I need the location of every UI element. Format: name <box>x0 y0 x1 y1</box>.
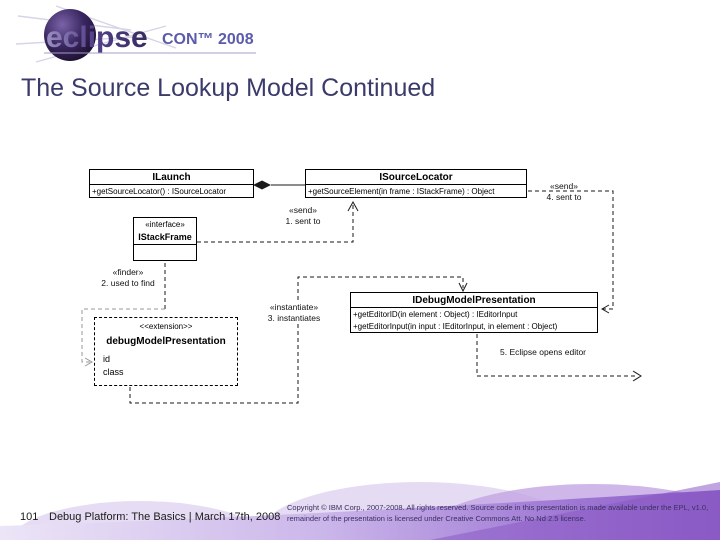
copyright-text: Copyright © IBM Corp., 2007-2008. All ri… <box>287 503 709 523</box>
connector-composition <box>253 180 305 190</box>
logo-event: CON™ 2008 <box>162 31 254 48</box>
wave-corner <box>430 482 720 540</box>
method-getsourcelocator: +getSourceLocator() : ISourceLocator <box>92 187 227 196</box>
label-instantiate: «instantiate» 3. instantiates <box>256 302 332 323</box>
empty-compartment <box>134 244 196 260</box>
label-send-4-text: 4. sent to <box>546 191 582 202</box>
stereotype-extension: <<extension>> <box>139 322 193 331</box>
class-box-idebugmodelpresentation: IDebugModelPresentation +getEditorID(in … <box>350 292 598 333</box>
method-geteditorinput: +getEditorInput(in input : IEditorInput,… <box>353 322 558 331</box>
method-compartment: +getEditorID(in element : Object) : IEdi… <box>351 307 597 332</box>
label-send-1-stereotype: «send» <box>289 205 317 215</box>
label-instantiate-stereotype: «instantiate» <box>269 302 319 312</box>
label-send-4-stereotype: «send» <box>550 181 578 191</box>
page-number: 101 <box>20 511 39 523</box>
extension-attr-id: id <box>103 354 111 364</box>
class-name-ilaunch: ILaunch <box>152 172 191 183</box>
label-finder-stereotype: «finder» <box>112 267 144 277</box>
extension-box-debugmodelpresentation: <<extension>> debugModelPresentation id … <box>94 317 238 386</box>
method-geteditorid: +getEditorID(in element : Object) : IEdi… <box>353 310 518 319</box>
label-send-1: «send» 1. sent to <box>268 205 338 226</box>
label-finder: «finder» 2. used to find <box>90 267 166 288</box>
stereotype-interface: «interface» <box>145 220 185 229</box>
class-box-ilaunch: ILaunch +getSourceLocator() : ISourceLoc… <box>89 169 254 198</box>
label-instantiate-text: 3. instantiates <box>267 312 321 323</box>
class-box-istackframe: «interface» IStackFrame <box>133 217 197 261</box>
method-compartment: +getSourceLocator() : ISourceLocator <box>90 184 253 197</box>
connector-send-1 <box>197 200 359 243</box>
extension-attr-class: class <box>103 367 124 377</box>
label-finder-text: 2. used to find <box>101 277 155 288</box>
label-opens-editor: 5. Eclipse opens editor <box>500 347 586 357</box>
page-title: The Source Lookup Model Continued <box>21 74 436 102</box>
class-name-isourcelocator: ISourceLocator <box>379 172 453 183</box>
eclipse-sphere-icon <box>44 9 96 61</box>
extension-name: debugModelPresentation <box>106 336 226 347</box>
method-getsourceelement: +getSourceElement(in frame : IStackFrame… <box>308 187 495 196</box>
label-send-1-text: 1. sent to <box>285 215 321 226</box>
eclipsecon-logo: eclipse CON™ 2008 <box>16 5 256 63</box>
class-name-idebugmodelpresentation: IDebugModelPresentation <box>412 295 536 306</box>
connector-finder <box>81 263 166 367</box>
method-compartment: +getSourceElement(in frame : IStackFrame… <box>306 184 526 197</box>
connector-opens-editor <box>476 334 642 382</box>
connector-instantiate <box>129 276 468 404</box>
connector-send-4 <box>528 190 614 314</box>
label-send-4: «send» 4. sent to <box>534 181 594 202</box>
class-name-istackframe: IStackFrame <box>138 232 192 242</box>
class-box-isourcelocator: ISourceLocator +getSourceElement(in fram… <box>305 169 527 198</box>
footer-deck-title: Debug Platform: The Basics | March 17th,… <box>49 511 281 523</box>
footer-wave-decoration <box>0 482 720 540</box>
logo-brand: eclipse <box>46 21 148 54</box>
